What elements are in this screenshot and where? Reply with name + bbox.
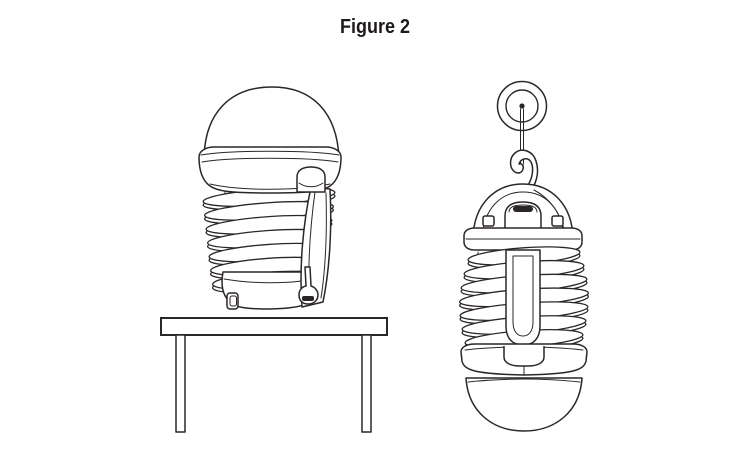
wall-mount-knob <box>496 80 548 132</box>
table-leg-left <box>175 334 186 433</box>
lamp-base <box>221 271 319 310</box>
handle-column <box>505 249 541 346</box>
base-cap <box>463 183 583 251</box>
knob-slot <box>513 206 533 212</box>
table-top <box>160 317 388 336</box>
stored-hook <box>298 266 319 305</box>
standing-lamp-illustration <box>160 86 388 433</box>
table <box>160 317 388 433</box>
hanging-lamp-illustration <box>459 80 589 432</box>
side-latch-left <box>482 215 495 227</box>
collar-tab <box>503 346 545 367</box>
dome-lamp-top <box>203 86 340 159</box>
dome-lamp-bottom <box>465 377 583 432</box>
carry-handle <box>298 186 332 308</box>
zapper-cage <box>459 246 589 353</box>
hook-latch-dot <box>302 296 314 301</box>
figure-title: Figure 2 <box>339 16 411 38</box>
side-latch-right <box>551 215 564 227</box>
charge-port-notch <box>296 166 326 193</box>
collar-band <box>198 146 342 194</box>
table-leg-right <box>361 334 372 433</box>
collar-band <box>460 343 588 376</box>
